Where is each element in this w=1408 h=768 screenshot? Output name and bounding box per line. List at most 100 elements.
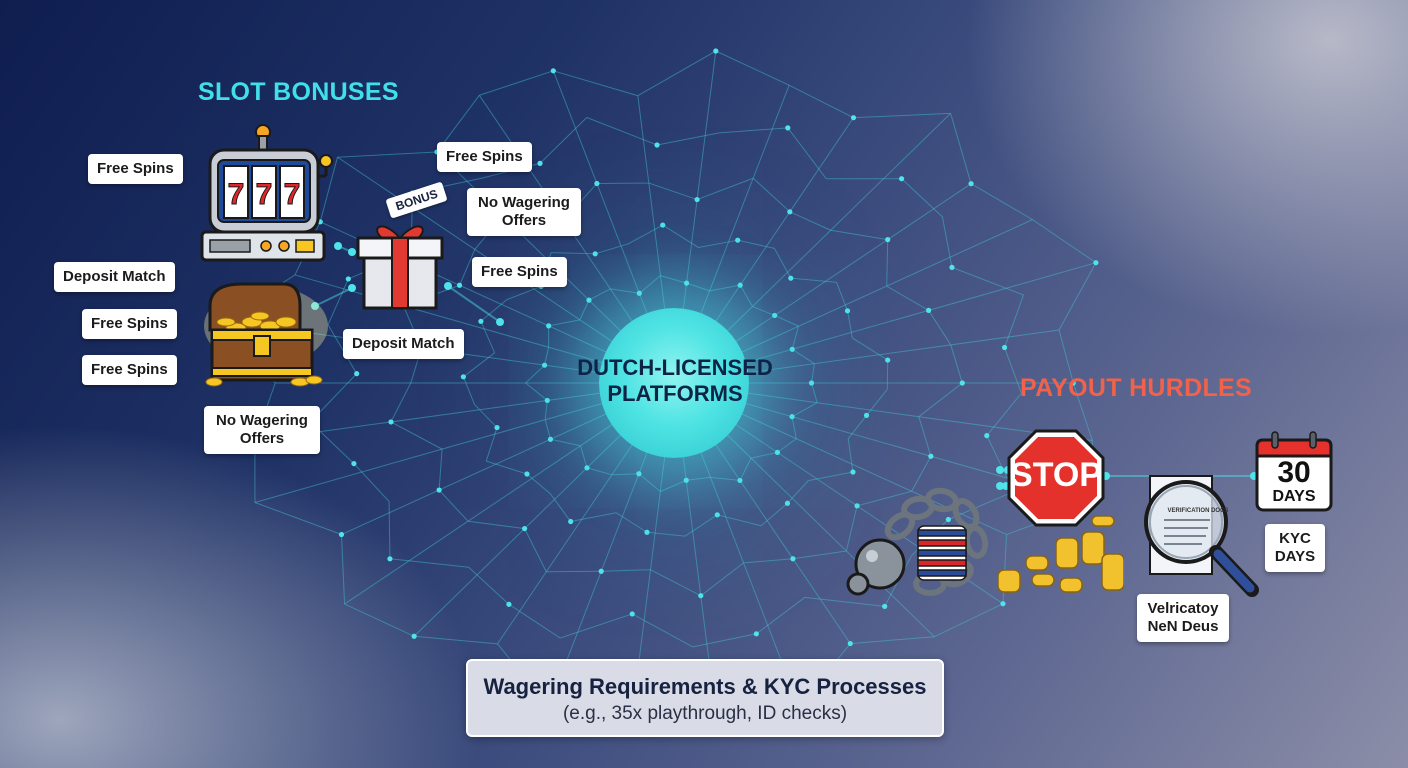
- web-node: [789, 414, 795, 420]
- web-node: [863, 412, 870, 418]
- web-line: [789, 211, 831, 231]
- web-line: [1004, 294, 1024, 348]
- web-line: [340, 534, 346, 605]
- web-line: [752, 306, 775, 316]
- web-line: [327, 324, 358, 374]
- web-node: [345, 276, 351, 282]
- web-line: [480, 321, 496, 354]
- web-line: [438, 449, 443, 491]
- tag-deposit-match-2: Deposit Match: [343, 329, 464, 359]
- connector-node: [348, 248, 356, 256]
- web-line: [684, 514, 718, 537]
- web-node: [788, 275, 794, 281]
- web-line: [791, 348, 815, 365]
- slot-machine-icon: 7 7 7: [200, 124, 333, 262]
- web-line: [550, 493, 572, 522]
- web-node: [714, 512, 720, 518]
- web-line: [327, 278, 349, 325]
- web-node: [506, 601, 512, 607]
- stop-sign-text: STOP: [1010, 456, 1102, 494]
- web-line: [791, 402, 818, 418]
- web-line: [570, 512, 617, 523]
- web-node: [594, 180, 600, 187]
- web-node: [629, 611, 635, 617]
- web-node: [1000, 601, 1006, 607]
- web-line: [660, 275, 687, 284]
- web-line: [717, 514, 762, 527]
- web-line: [611, 473, 639, 476]
- web-line: [650, 569, 702, 597]
- web-node: [544, 397, 550, 404]
- web-line: [586, 117, 658, 146]
- web-line: [631, 613, 694, 648]
- web-line: [390, 421, 443, 450]
- tag-free-spins-3: Free Spins: [82, 355, 177, 385]
- web-node: [568, 518, 574, 525]
- web-line: [866, 388, 888, 416]
- web-line: [646, 531, 685, 537]
- web-line: [610, 288, 640, 294]
- web-line: [808, 471, 854, 482]
- calendar-text: 30 DAYS: [1254, 458, 1334, 506]
- web-line: [918, 416, 932, 457]
- web-line: [911, 455, 932, 492]
- web-line: [544, 400, 548, 420]
- web-line: [760, 502, 788, 527]
- web-node: [844, 308, 851, 314]
- center-hub: [599, 308, 749, 458]
- web-line: [686, 282, 710, 292]
- center-hub-label: DUTCH-LICENSED PLATFORMS: [560, 355, 790, 407]
- web-line: [830, 229, 888, 241]
- center-line-2: PLATFORMS: [607, 381, 743, 406]
- web-line: [468, 566, 510, 605]
- web-line: [628, 224, 663, 245]
- poker-chips-icon: [917, 525, 967, 581]
- web-line: [595, 243, 629, 255]
- svg-text:7: 7: [284, 178, 301, 211]
- web-line: [951, 266, 1024, 296]
- web-line: [389, 558, 469, 568]
- web-node: [850, 469, 856, 475]
- web-node: [456, 282, 463, 288]
- web-line: [1072, 382, 1093, 441]
- web-line: [337, 151, 437, 158]
- tag-no-wagering-2: No Wagering Offers: [467, 188, 581, 236]
- web-line: [1004, 347, 1022, 394]
- web-node: [1070, 380, 1076, 386]
- web-node: [926, 307, 932, 314]
- web-line: [836, 282, 848, 312]
- web-line: [934, 603, 1004, 638]
- web-node: [789, 346, 795, 352]
- web-node: [387, 556, 393, 562]
- web-line: [467, 520, 525, 530]
- connector-node: [996, 466, 1004, 474]
- web-node: [882, 603, 888, 609]
- web-line: [752, 177, 791, 213]
- stop-sign-icon: [1007, 429, 1105, 527]
- web-node: [1093, 260, 1099, 266]
- payout-hurdles-title: PAYOUT HURDLES: [1020, 374, 1253, 402]
- web-node: [847, 640, 853, 647]
- web-node: [713, 48, 719, 54]
- web-node: [772, 312, 778, 319]
- connector-node: [996, 482, 1004, 490]
- web-line: [698, 239, 738, 249]
- web-node: [436, 487, 442, 493]
- web-node: [1001, 344, 1008, 351]
- gift-box-icon: [356, 225, 444, 310]
- web-line: [414, 635, 498, 645]
- web-line: [662, 224, 699, 248]
- web-line: [353, 463, 390, 502]
- web-line: [853, 112, 951, 119]
- web-line: [787, 127, 827, 180]
- treasure-chest-icon: [204, 282, 328, 387]
- web-line: [550, 438, 581, 447]
- web-line: [601, 569, 651, 572]
- web-node: [928, 453, 934, 459]
- web-line: [970, 183, 1033, 221]
- tag-verification-docs: Velricatoy NeN Deus: [1137, 594, 1229, 642]
- web-line: [756, 597, 806, 635]
- connector-line: [314, 287, 353, 307]
- web-line: [792, 550, 847, 560]
- web-line: [539, 117, 588, 164]
